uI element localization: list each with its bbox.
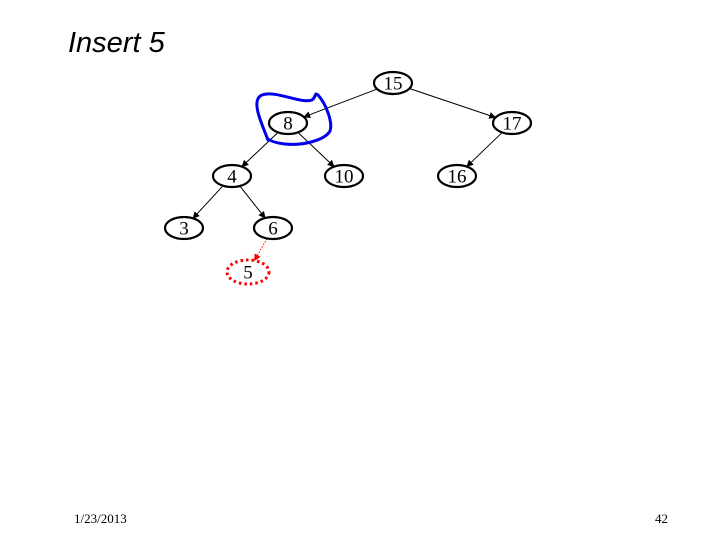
edge-17-16 bbox=[466, 132, 503, 168]
tree-node-8: 8 bbox=[267, 110, 309, 136]
node-label: 8 bbox=[283, 114, 293, 135]
nodes-layer: 15 8 17 4 10 16 3 6 5 bbox=[163, 70, 533, 286]
edge-15-8 bbox=[303, 88, 378, 118]
tree-node-4: 4 bbox=[211, 163, 253, 189]
slide-title: Insert 5 bbox=[68, 27, 165, 59]
edge-6-5 bbox=[254, 238, 268, 262]
node-label: 15 bbox=[384, 74, 403, 95]
node-ellipse bbox=[225, 258, 271, 286]
node-label: 16 bbox=[448, 167, 467, 188]
node-label: 3 bbox=[179, 219, 189, 240]
edge-15-17 bbox=[409, 88, 497, 119]
node-label: 5 bbox=[243, 263, 253, 284]
node-ellipse bbox=[372, 70, 414, 96]
node-label: 6 bbox=[268, 219, 278, 240]
edge-8-10 bbox=[297, 132, 335, 168]
tree-node-6: 6 bbox=[252, 215, 294, 241]
slide-date: 1/23/2013 bbox=[74, 511, 127, 526]
edge-4-6 bbox=[239, 185, 266, 219]
node-ellipse bbox=[323, 163, 365, 189]
node-label: 17 bbox=[503, 114, 522, 135]
node-ellipse bbox=[267, 110, 309, 136]
node-ellipse bbox=[436, 163, 478, 189]
edge-8-4 bbox=[241, 132, 279, 168]
inserted-node-5: 5 bbox=[225, 258, 271, 286]
node-label: 4 bbox=[227, 167, 237, 188]
tree-node-15: 15 bbox=[372, 70, 414, 96]
slide-page-number: 42 bbox=[655, 511, 668, 526]
tree-node-3: 3 bbox=[163, 215, 205, 241]
node-ellipse bbox=[211, 163, 253, 189]
node-ellipse bbox=[252, 215, 294, 241]
node-label: 10 bbox=[335, 167, 354, 188]
node-ellipse bbox=[491, 110, 533, 136]
node-ellipse bbox=[163, 215, 205, 241]
edge-4-3 bbox=[192, 185, 224, 219]
tree-node-10: 10 bbox=[323, 163, 365, 189]
tree-node-17: 17 bbox=[491, 110, 533, 136]
tree-node-16: 16 bbox=[436, 163, 478, 189]
edges-layer bbox=[192, 88, 503, 262]
highlight-annotation bbox=[255, 92, 333, 146]
